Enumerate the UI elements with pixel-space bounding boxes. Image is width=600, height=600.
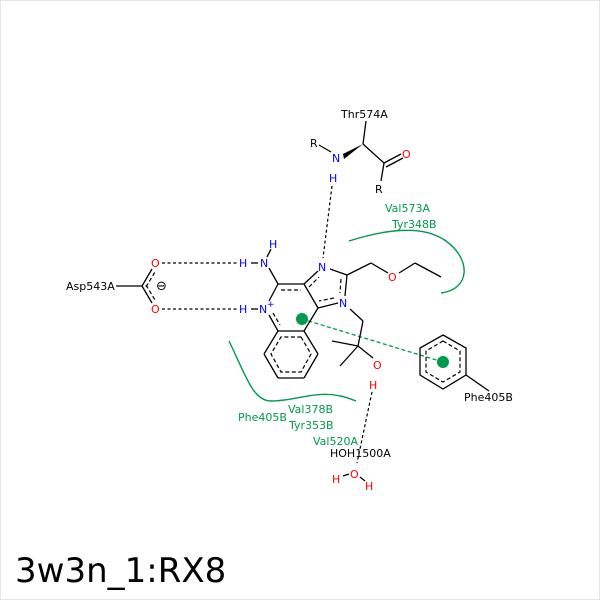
atom-h: H <box>239 257 247 270</box>
ring-centroid-dot <box>437 356 449 368</box>
atom-r: R <box>310 137 318 150</box>
atom-h: H <box>329 172 337 185</box>
positive-charge: + <box>267 300 275 310</box>
diagram-title: 3w3n_1:RX8 <box>15 551 227 591</box>
atom-n-plus: N <box>259 303 267 316</box>
atom-o: O <box>388 271 397 284</box>
asp543a-fragment <box>116 268 156 304</box>
hbond-water <box>356 391 373 464</box>
atom-o: O <box>373 359 382 372</box>
thr574a-fragment <box>318 120 404 182</box>
atom-h: H <box>365 480 373 493</box>
atom-o: O <box>151 303 160 316</box>
hydrophobic-arc-left <box>228 340 357 402</box>
residue-label-tyr348b: Tyr348B <box>391 218 437 231</box>
atom-h: H <box>269 238 277 251</box>
residue-label-val573a: Val573A <box>385 202 430 215</box>
atom-h: H <box>369 379 377 392</box>
residue-label-phe405b-ring: Phe405B <box>464 391 513 404</box>
residue-label-asp543a: Asp543A <box>66 280 115 293</box>
atom-n: N <box>332 152 340 165</box>
atom-o: O <box>402 148 411 161</box>
hbond-thr <box>322 185 333 259</box>
pi-stacking-line <box>301 318 444 363</box>
phe405b-ring <box>419 334 490 392</box>
atom-n: N <box>318 261 326 274</box>
atom-o: O <box>350 468 359 481</box>
hydrophobic-arc-right <box>348 229 465 294</box>
atom-n: N <box>339 297 347 310</box>
atom-h: H <box>332 473 340 486</box>
ring-centroid-dot <box>296 313 308 325</box>
residue-label-thr574a: Thr574A <box>340 108 388 121</box>
atom-n: N <box>260 257 268 270</box>
negative-charge: ⊖ <box>156 279 167 294</box>
residue-label-val378b: Val378B <box>288 403 333 416</box>
residue-label-water: HOH1500A <box>330 447 391 460</box>
atom-o: O <box>151 257 160 270</box>
residue-label-val520a: Val520A <box>313 435 358 448</box>
atom-h: H <box>239 303 247 316</box>
ligand-bonds <box>251 248 442 482</box>
residue-label-tyr353b: Tyr353B <box>288 419 334 432</box>
residue-label-phe405b: Phe405B <box>238 411 287 424</box>
atom-r: R <box>375 183 383 196</box>
